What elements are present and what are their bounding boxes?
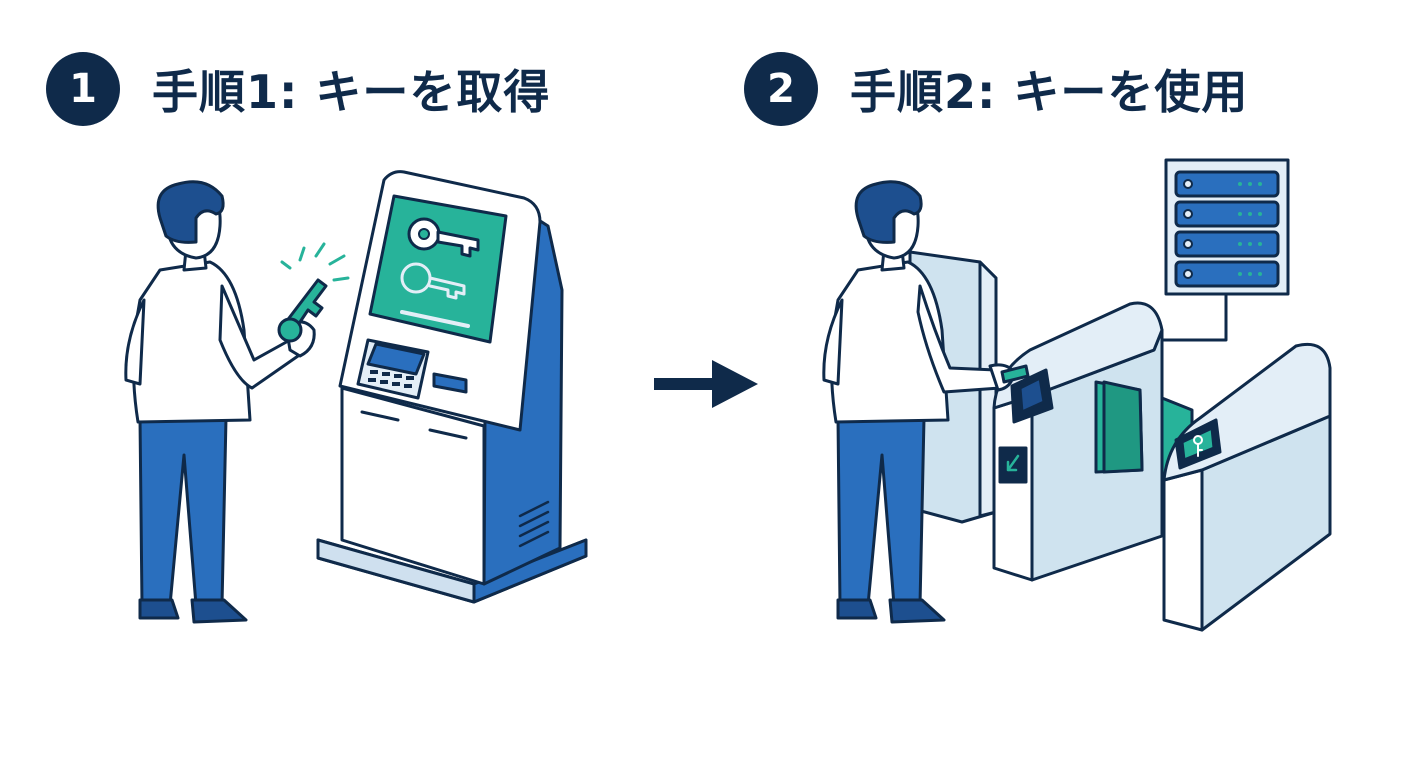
step-2-header: 2 手順2: キーを使用 [744,52,1249,126]
step-1-title: 手順1: キーを取得 [152,65,551,119]
step-2-number-badge: 2 [744,52,818,126]
kiosk-icon [316,170,588,604]
turnstile-gate-icon [908,250,1332,632]
step-1-number-badge: 1 [46,52,120,126]
person-icon [822,180,1030,624]
step-1-header: 1 手順1: キーを取得 [46,52,551,126]
arrow-right-icon [654,360,758,408]
step-2-title: 手順2: キーを使用 [850,65,1249,119]
key-icon [277,242,350,343]
server-icon [1152,158,1290,342]
person-icon [124,180,316,624]
